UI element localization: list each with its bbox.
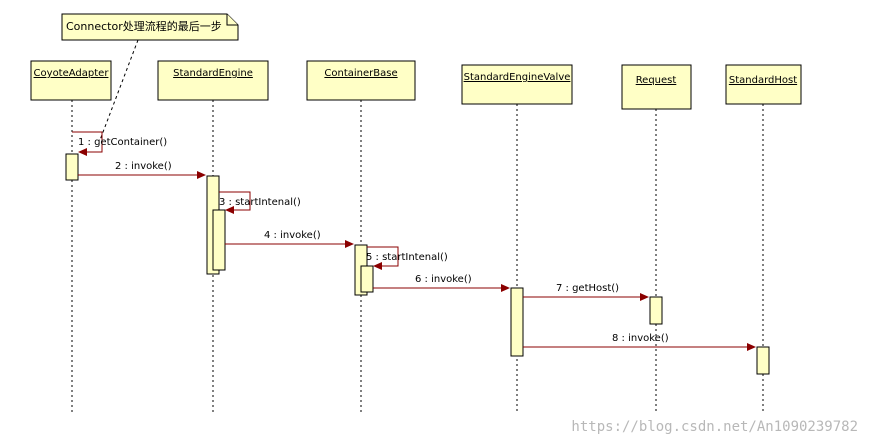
participant-containerbase: ContainerBase: [306, 60, 416, 101]
message-3: 3 : startIntenal(): [219, 191, 301, 214]
participant-request: Request: [621, 64, 692, 110]
participant-label: Request: [636, 75, 677, 86]
message-5: 5 : startIntenal(): [366, 246, 448, 270]
activation-standardengine-inner: [212, 209, 226, 271]
activation-standardhost: [756, 346, 770, 375]
message-label: 2 : invoke(): [115, 161, 172, 172]
participant-coyoteadapter: CoyoteAdapter: [30, 60, 112, 101]
participant-standardengine: StandardEngine: [157, 60, 269, 101]
message-7: 7 : getHost(): [523, 283, 649, 301]
participant-label: CoyoteAdapter: [34, 68, 110, 79]
activations: [65, 153, 770, 375]
message-1: 1 : getContainer(): [72, 131, 167, 156]
message-6: 6 : invoke(): [373, 274, 510, 292]
activation-standardenginevalve: [510, 287, 524, 357]
message-4: 4 : invoke(): [225, 230, 354, 248]
participant-standardhost: StandardHost: [725, 64, 802, 105]
activation-request: [649, 296, 663, 325]
note: Connector处理流程的最后一步: [61, 13, 239, 141]
participant-label: StandardEngineValve: [464, 72, 571, 83]
participant-standardenginevalve: StandardEngineValve: [461, 64, 573, 105]
message-label: 1 : getContainer(): [78, 137, 167, 148]
message-2: 2 : invoke(): [78, 161, 206, 179]
participant-label: StandardEngine: [173, 68, 253, 79]
message-label: 7 : getHost(): [556, 283, 619, 294]
participant-label: StandardHost: [729, 75, 797, 86]
message-label: 4 : invoke(): [264, 230, 321, 241]
activation-containerbase-inner: [360, 265, 374, 293]
message-label: 8 : invoke(): [612, 333, 669, 344]
participant-label: ContainerBase: [324, 68, 397, 79]
message-label: 6 : invoke(): [415, 274, 472, 285]
message-8: 8 : invoke(): [523, 333, 756, 351]
message-label: 5 : startIntenal(): [366, 252, 448, 263]
message-label: 3 : startIntenal(): [219, 197, 301, 208]
activation-coyoteadapter: [65, 153, 79, 181]
note-text: Connector处理流程的最后一步: [66, 19, 222, 33]
watermark-text: https://blog.csdn.net/An1090239782: [571, 419, 858, 435]
